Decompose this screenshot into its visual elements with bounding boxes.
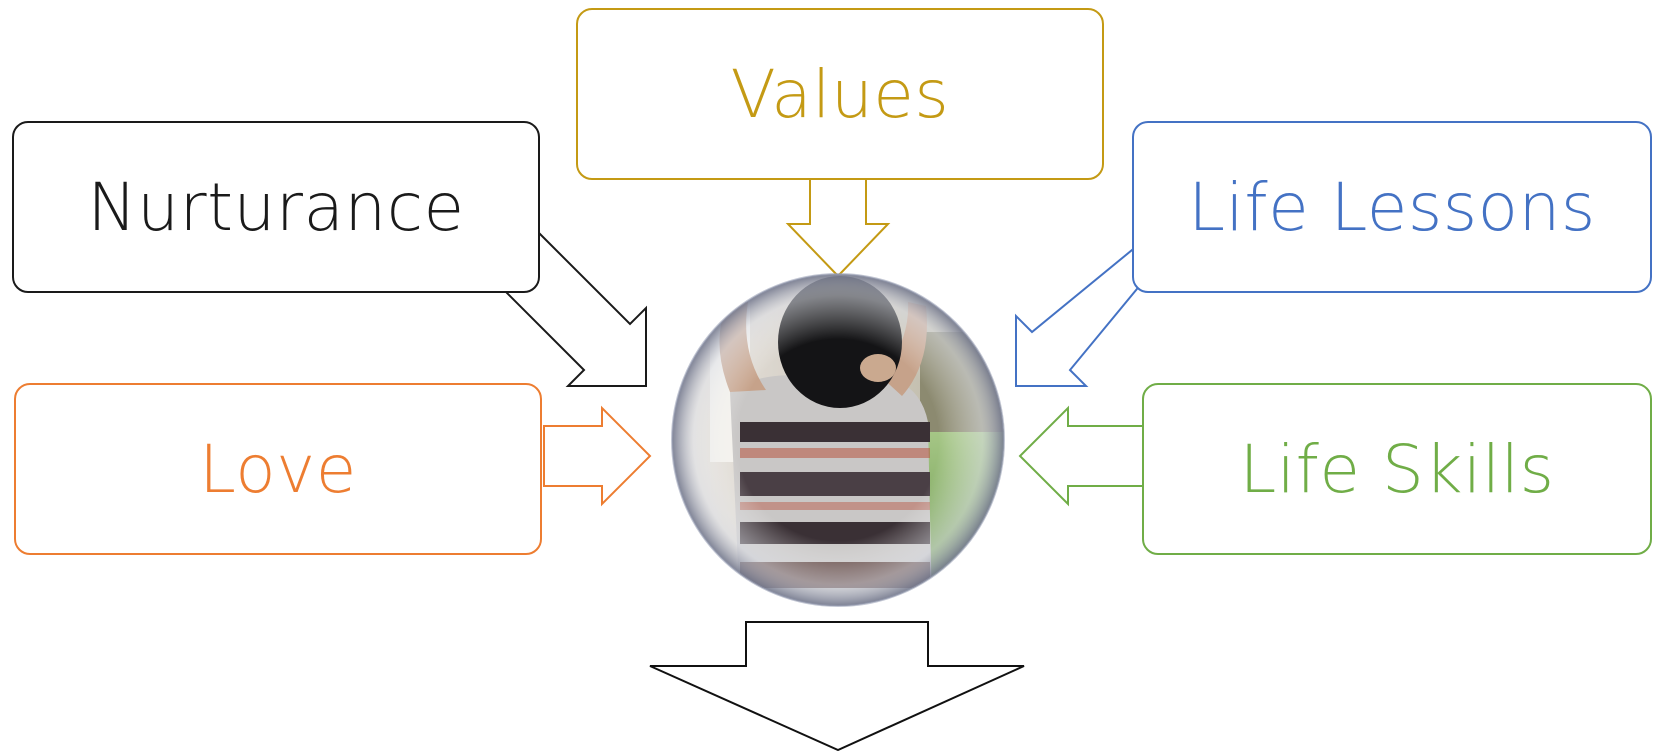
- node-life-lessons: Life Lessons: [1132, 121, 1652, 293]
- node-nurturance: Nurturance: [12, 121, 540, 293]
- node-values-label: Values: [730, 55, 950, 133]
- arrow-center-to-outcome: [649, 621, 1025, 751]
- arrow-life-skills-to-center: [1018, 405, 1145, 507]
- node-values: Values: [576, 8, 1104, 180]
- arrow-values-to-center: [785, 177, 891, 278]
- arrow-life-lessons-to-center: [1015, 229, 1156, 387]
- node-love: Love: [14, 383, 542, 555]
- node-life-lessons-label: Life Lessons: [1188, 168, 1596, 246]
- arrow-love-to-center: [543, 405, 652, 507]
- node-love-label: Love: [199, 430, 357, 508]
- child-photo: [671, 273, 1005, 607]
- node-life-skills-label: Life Skills: [1239, 430, 1555, 508]
- node-life-skills: Life Skills: [1142, 383, 1652, 555]
- node-nurturance-label: Nurturance: [87, 168, 465, 246]
